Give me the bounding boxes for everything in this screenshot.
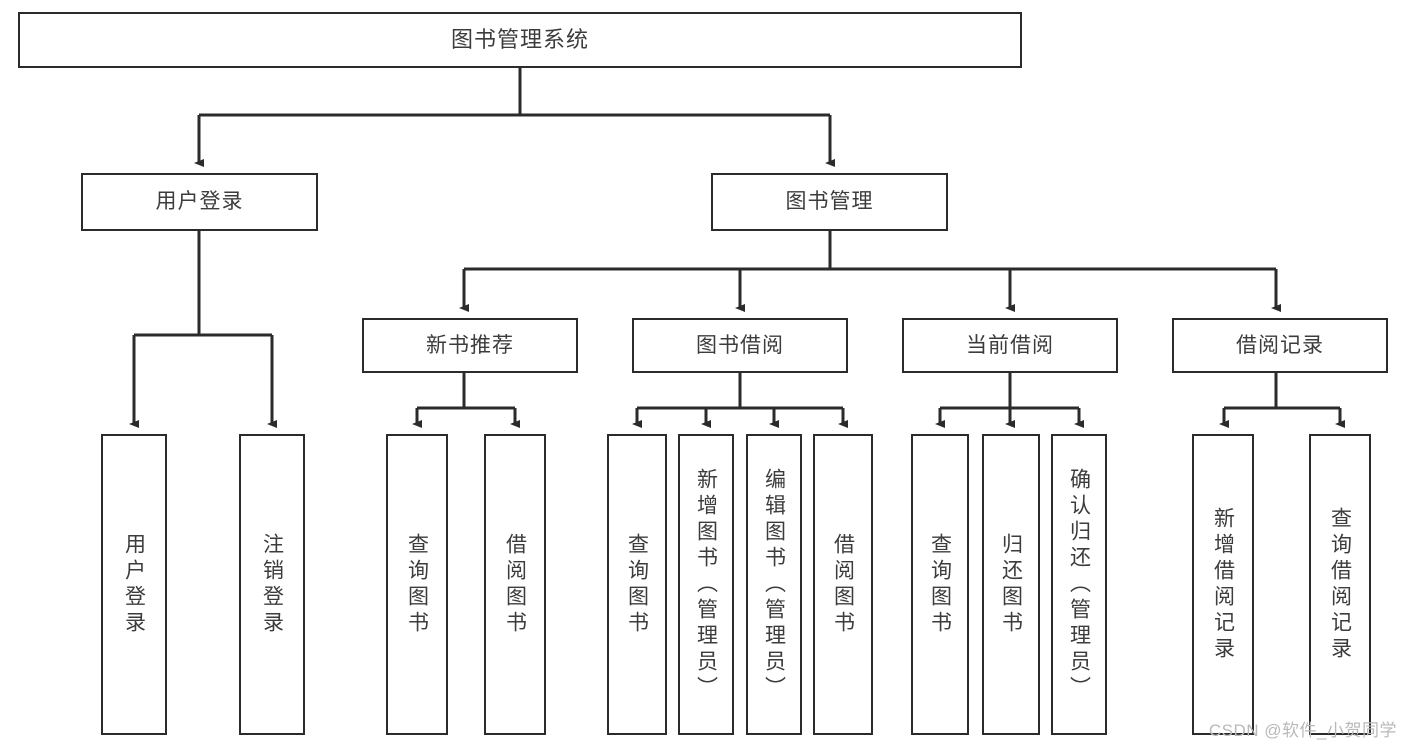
node-new-book-recommend[interactable]: 新书推荐 — [362, 318, 578, 373]
node-leaf-edit-book[interactable]: 编辑图书（管理员） — [746, 434, 802, 735]
node-label: 图书管理系统 — [450, 26, 589, 52]
node-current-borrow[interactable]: 当前借阅 — [902, 318, 1118, 373]
node-label: 查询借阅记录 — [1328, 506, 1352, 663]
node-leaf-return-book[interactable]: 归还图书 — [982, 434, 1040, 735]
node-label: 用户登录 — [155, 190, 244, 214]
node-leaf-borrow-book[interactable]: 借阅图书 — [813, 434, 873, 735]
node-leaf-add-borrow-record[interactable]: 新增借阅记录 — [1192, 434, 1254, 735]
node-leaf-query-book-current[interactable]: 查询图书 — [911, 434, 969, 735]
node-label: 用户登录 — [122, 532, 146, 637]
node-label: 查询图书 — [625, 532, 649, 637]
node-label: 图书管理 — [785, 190, 874, 214]
node-label: 编辑图书（管理员） — [762, 467, 786, 702]
node-label: 新增借阅记录 — [1211, 506, 1235, 663]
node-root-book-management-system[interactable]: 图书管理系统 — [18, 12, 1022, 68]
node-leaf-borrow-book-recommend[interactable]: 借阅图书 — [484, 434, 546, 735]
node-borrow-record[interactable]: 借阅记录 — [1172, 318, 1388, 373]
node-label: 确认归还（管理员） — [1067, 467, 1091, 702]
node-leaf-login[interactable]: 用户登录 — [101, 434, 167, 735]
node-label: 注销登录 — [260, 532, 284, 637]
node-book-borrow[interactable]: 图书借阅 — [632, 318, 848, 373]
node-label: 归还图书 — [999, 532, 1023, 637]
node-label: 查询图书 — [405, 532, 429, 637]
node-leaf-add-book[interactable]: 新增图书（管理员） — [678, 434, 734, 735]
node-label: 图书借阅 — [696, 333, 784, 357]
node-leaf-logout[interactable]: 注销登录 — [239, 434, 305, 735]
node-label: 借阅记录 — [1236, 333, 1324, 357]
node-label: 借阅图书 — [831, 532, 855, 637]
node-leaf-query-book-recommend[interactable]: 查询图书 — [386, 434, 448, 735]
node-leaf-query-book-borrow[interactable]: 查询图书 — [607, 434, 667, 735]
node-label: 新增图书（管理员） — [694, 467, 718, 702]
node-label: 查询图书 — [928, 532, 952, 637]
node-book-management[interactable]: 图书管理 — [711, 173, 948, 231]
node-label: 当前借阅 — [966, 333, 1054, 357]
watermark: CSDN @软件_小贺同学 — [1208, 721, 1397, 740]
node-user-login[interactable]: 用户登录 — [81, 173, 318, 231]
node-leaf-confirm-return[interactable]: 确认归还（管理员） — [1051, 434, 1107, 735]
node-label: 新书推荐 — [426, 333, 514, 357]
node-label: 借阅图书 — [503, 532, 527, 637]
node-leaf-query-borrow-record[interactable]: 查询借阅记录 — [1309, 434, 1371, 735]
